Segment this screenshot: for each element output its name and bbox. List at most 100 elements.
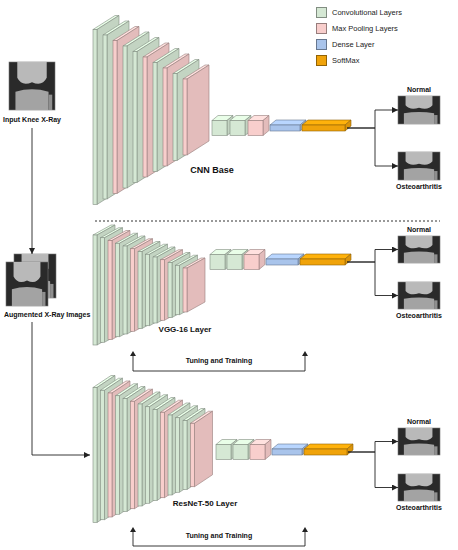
conv-layer (101, 238, 105, 343)
dense-layer (272, 449, 302, 455)
pool-layer (191, 423, 195, 487)
pool-layer (108, 241, 112, 340)
connector-arrow (347, 110, 398, 128)
pool-layer (131, 249, 135, 332)
conv-layer (227, 255, 242, 270)
connector-arrow (347, 250, 398, 263)
conv-layer (210, 255, 225, 270)
pool-layer (187, 258, 205, 312)
xray-background (398, 474, 440, 501)
xray-image (9, 62, 55, 110)
layer-stack (93, 225, 351, 345)
input-image: Augmented X-Ray Images (4, 254, 94, 322)
node-label: Normal (407, 418, 431, 426)
node-label: Osteoarthritis (396, 183, 442, 191)
output-image: Osteoarthritis (398, 282, 440, 309)
xray-background (6, 262, 48, 306)
connector-arrow (348, 442, 398, 453)
legend-row: Max Pooling Layers (316, 20, 402, 36)
pool-layer (248, 121, 263, 136)
legend-row: SoftMax (316, 52, 402, 68)
bracket (130, 527, 308, 546)
node-label: VGG-16 Layer (159, 326, 212, 335)
node-label: Osteoarthritis (396, 312, 442, 320)
conv-layer (230, 121, 245, 136)
conv-layer (176, 265, 180, 315)
legend-swatch (316, 23, 327, 34)
fibula-shape (434, 171, 437, 180)
legend-swatch (316, 55, 327, 66)
xray-background (398, 96, 440, 124)
output-image: Osteoarthritis (398, 474, 440, 501)
conv-layer (168, 263, 172, 318)
node-label: Normal (407, 86, 431, 94)
conv-layer (123, 399, 127, 512)
tibia-shape (404, 112, 434, 124)
pool-layer (161, 412, 165, 498)
pool-layer (161, 260, 165, 321)
pool-layer (244, 255, 259, 270)
xray-image (398, 152, 440, 180)
xray-background (398, 428, 440, 455)
legend: Convolutional LayersMax Pooling LayersDe… (316, 4, 402, 68)
conv-layer (216, 445, 231, 460)
input-image: Input Knee X-Ray (4, 62, 60, 128)
fibula-shape (434, 446, 437, 455)
bracket-label: Tuning and Training (186, 532, 252, 540)
conv-layer (123, 246, 127, 334)
conv-layer (176, 418, 180, 493)
fibula-shape (434, 492, 437, 501)
conv-layer (93, 30, 97, 205)
xray-image (398, 474, 440, 501)
conv-layer (133, 52, 137, 183)
tibia-shape (404, 489, 434, 501)
connector-arrow (347, 262, 398, 296)
conv-layer (116, 396, 120, 515)
bracket-label: Tuning and Training (186, 357, 252, 365)
layer-stack (93, 376, 353, 523)
pool-layer (131, 401, 135, 509)
femur-shape (14, 262, 41, 282)
bracket (130, 351, 308, 371)
pool-layer (183, 268, 187, 312)
connector-arrow (32, 322, 90, 455)
softmax-layer (345, 120, 351, 131)
conv-layer (138, 252, 142, 329)
network-stack: VGG-16 Layer (90, 224, 347, 348)
conv-layer (116, 243, 120, 337)
softmax-layer (300, 254, 351, 259)
conv-layer (101, 390, 105, 520)
legend-swatch (316, 39, 327, 50)
node-label: Input Knee X-Ray (3, 116, 61, 124)
softmax-layer (347, 444, 353, 455)
softmax-layer (302, 125, 345, 131)
softmax-layer (304, 449, 347, 455)
xray-background (398, 282, 440, 309)
softmax-layer (300, 259, 345, 265)
conv-layer (123, 46, 127, 188)
dense-layer (270, 125, 300, 131)
fibula-shape (42, 292, 45, 306)
conv-layer (173, 74, 177, 161)
pool-layer (265, 440, 271, 460)
connector-arrow (348, 452, 398, 488)
tibia-shape (404, 251, 434, 263)
pool-layer (263, 116, 269, 136)
femur-shape (406, 474, 433, 486)
separator-line (95, 221, 440, 222)
bracket-arrowhead (302, 527, 308, 532)
pool-layer (183, 79, 187, 155)
legend-text: Dense Layer (332, 40, 375, 49)
fibula-shape (434, 254, 437, 263)
bracket-arrowhead (130, 351, 136, 356)
node-label: Normal (407, 226, 431, 234)
legend-text: Convolutional Layers (332, 8, 402, 17)
node-label: ResNeT-50 Layer (173, 500, 237, 509)
femur-shape (406, 428, 433, 440)
legend-text: Max Pooling Layers (332, 24, 398, 33)
output-image: Normal (398, 96, 440, 124)
conv-layer (183, 421, 187, 490)
femur-shape (17, 62, 46, 84)
